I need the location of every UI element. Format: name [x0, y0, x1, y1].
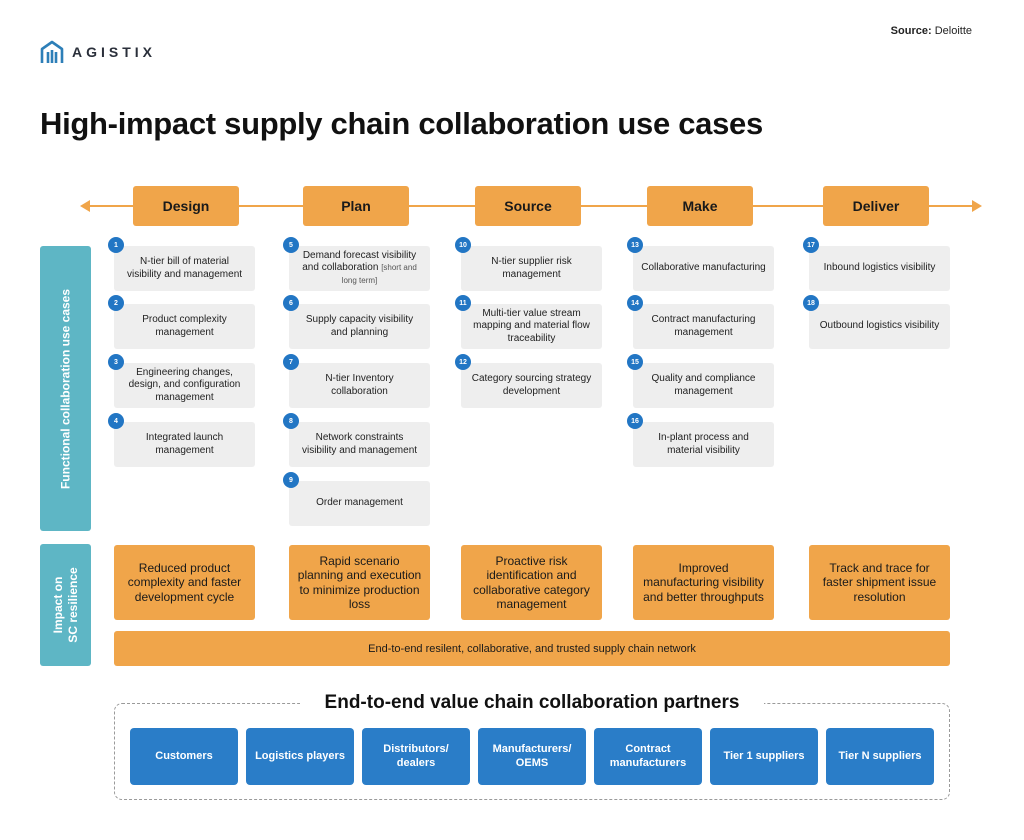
use-case-number-badge: 5	[283, 237, 299, 253]
functional-use-cases-label: Functional collaboration use cases	[40, 246, 91, 531]
use-case-number-badge: 1	[108, 237, 124, 253]
use-case-text: N-tier supplier risk management	[491, 256, 572, 280]
impact-summary-bar: End-to-end resilent, collaborative, and …	[114, 631, 950, 666]
source-label: Source:	[890, 25, 932, 37]
use-case-number-badge: 17	[803, 237, 819, 253]
partner-logistics-players: Logistics players	[246, 728, 354, 785]
use-case-main-text: Demand forecast visibility and collabora…	[302, 250, 417, 274]
use-case-text: Inbound logistics visibility	[823, 262, 936, 274]
use-case-number-badge: 2	[108, 295, 124, 311]
phase-deliver: Deliver	[823, 186, 929, 226]
brand-mark-icon	[40, 40, 64, 63]
impact-design: Reduced product complexity and faster de…	[114, 545, 255, 620]
use-case-card: N-tier supplier risk management	[461, 246, 602, 291]
use-case-card: Multi-tier value stream mapping and mate…	[461, 304, 602, 349]
use-case-text: Category sourcing strategy development	[471, 373, 592, 397]
phase-make: Make	[647, 186, 753, 226]
impact-deliver: Track and trace for faster shipment issu…	[809, 545, 950, 620]
phase-plan: Plan	[303, 186, 409, 226]
use-case-number-badge: 11	[455, 295, 471, 311]
partner-tier-n-suppliers: Tier N suppliers	[826, 728, 934, 785]
brand-logo: AGISTIX	[40, 38, 156, 66]
use-case-card: Category sourcing strategy development	[461, 363, 602, 408]
use-case-card: Integrated launch management	[114, 422, 255, 467]
source-value: Deloitte	[934, 25, 972, 37]
use-case-card: Collaborative manufacturing	[633, 246, 774, 291]
axis-arrow-right-icon	[972, 200, 982, 212]
use-case-number-badge: 3	[108, 354, 124, 370]
impact-plan: Rapid scenario planning and execution to…	[289, 545, 430, 620]
use-case-card: Network constraints visibility and manag…	[289, 422, 430, 467]
axis-arrow-left-icon	[80, 200, 90, 212]
impact-make: Improved manufacturing visibility and be…	[633, 545, 774, 620]
partner-distributors-dealers: Distributors/ dealers	[362, 728, 470, 785]
use-case-card: N-tier Inventory collaboration	[289, 363, 430, 408]
use-case-note: [short and long term]	[341, 263, 417, 285]
use-case-number-badge: 4	[108, 413, 124, 429]
use-case-number-badge: 7	[283, 354, 299, 370]
use-case-text: Collaborative manufacturing	[641, 262, 766, 274]
use-case-text: Integrated launch management	[145, 432, 224, 456]
source-note: Source: Deloitte	[891, 25, 972, 37]
functional-use-cases-text: Functional collaboration use cases	[58, 288, 72, 489]
use-case-number-badge: 15	[627, 354, 643, 370]
impact-label-line2: SC resilience	[65, 567, 80, 643]
impact-source: Proactive risk identification and collab…	[461, 545, 602, 620]
partner-manufacturers-oems: Manufacturers/ OEMS	[478, 728, 586, 785]
use-case-number-badge: 12	[455, 354, 471, 370]
use-case-text: Engineering changes, design, and configu…	[128, 367, 241, 403]
use-case-text: Product complexity management	[142, 314, 227, 338]
brand-name: AGISTIX	[72, 44, 157, 60]
use-case-text: Quality and compliance management	[651, 373, 756, 397]
use-case-number-badge: 18	[803, 295, 819, 311]
use-case-card: Inbound logistics visibility	[809, 246, 950, 291]
use-case-text: N-tier bill of material visibility and m…	[126, 256, 243, 280]
use-case-card: Outbound logistics visibility	[809, 304, 950, 349]
page-title: High-impact supply chain collaboration u…	[40, 106, 763, 141]
use-case-text: Outbound logistics visibility	[819, 320, 940, 332]
partner-tier-1-suppliers: Tier 1 suppliers	[710, 728, 818, 785]
phase-source: Source	[475, 186, 581, 226]
use-case-card: Engineering changes, design, and configu…	[114, 363, 255, 408]
use-case-number-badge: 13	[627, 237, 643, 253]
use-case-number-badge: 6	[283, 295, 299, 311]
use-case-text: Contract manufacturing management	[651, 314, 756, 338]
use-case-text: Demand forecast visibility and collabora…	[297, 250, 422, 287]
use-case-number-badge: 8	[283, 413, 299, 429]
partner-contract-manufacturers: Contract manufacturers	[594, 728, 702, 785]
use-case-number-badge: 16	[627, 413, 643, 429]
use-case-text: Supply capacity visibility and planning	[305, 314, 414, 338]
use-case-text: In-plant process and material visibility	[658, 432, 749, 456]
partners-title: End-to-end value chain collaboration par…	[300, 692, 764, 716]
use-case-text: Multi-tier value stream mapping and mate…	[473, 308, 590, 344]
use-case-text: Network constraints visibility and manag…	[301, 432, 418, 456]
use-case-card: Contract manufacturing management	[633, 304, 774, 349]
use-case-number-badge: 10	[455, 237, 471, 253]
use-case-text: Order management	[316, 497, 403, 509]
impact-label-line1: Impact on	[50, 576, 65, 634]
use-case-number-badge: 9	[283, 472, 299, 488]
use-case-card: In-plant process and material visibility	[633, 422, 774, 467]
use-case-card: Product complexity management	[114, 304, 255, 349]
use-case-card: Supply capacity visibility and planning	[289, 304, 430, 349]
use-case-number-badge: 14	[627, 295, 643, 311]
phase-design: Design	[133, 186, 239, 226]
use-case-text: N-tier Inventory collaboration	[325, 373, 394, 397]
use-case-card: N-tier bill of material visibility and m…	[114, 246, 255, 291]
partner-customers: Customers	[130, 728, 238, 785]
use-case-card: Quality and compliance management	[633, 363, 774, 408]
use-case-card: Demand forecast visibility and collabora…	[289, 246, 430, 291]
use-case-card: Order management	[289, 481, 430, 526]
